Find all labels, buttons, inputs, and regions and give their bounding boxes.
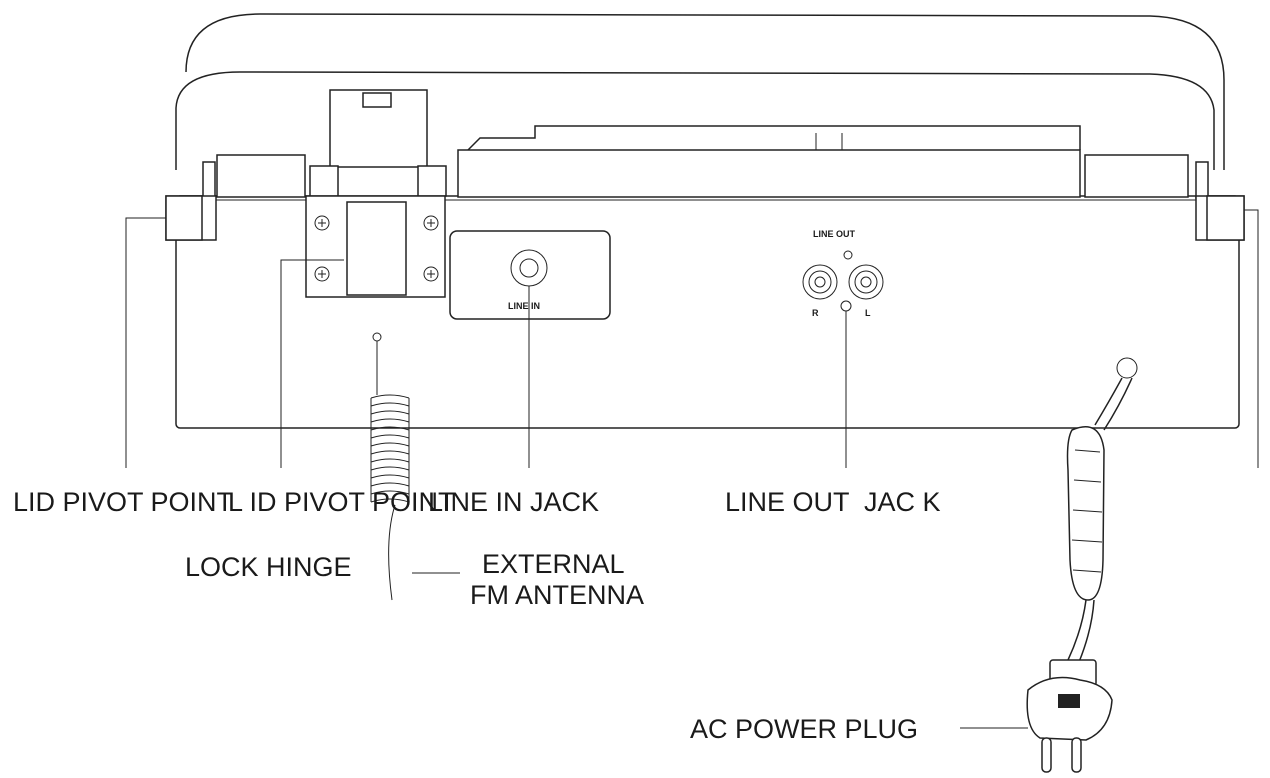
callout-labels: LID PIVOT POINT L ID PIVOT POINT LINE IN… xyxy=(13,487,941,744)
line-out-right-socket xyxy=(802,264,838,300)
line-out-jack-label: LINE OUT JAC K xyxy=(725,487,941,517)
lock-hinge-label: LOCK HINGE xyxy=(185,552,352,582)
plug-switch xyxy=(1058,694,1080,708)
lock-hinge xyxy=(305,89,447,298)
antenna-label-line2: FM ANTENNA xyxy=(470,580,644,610)
dust-lid xyxy=(175,13,1225,170)
lid-pivot-left-label: LID PIVOT POINT xyxy=(13,487,233,517)
line-in-panel: LINE IN xyxy=(449,230,611,320)
ac-power-plug-label: AC POWER PLUG xyxy=(690,714,918,744)
lid-pivot-right-label: L ID PIVOT POINT xyxy=(228,487,455,517)
line-in-panel-label: LINE IN xyxy=(508,301,540,311)
hinge-screws xyxy=(314,215,439,282)
line-out-l-label: L xyxy=(865,308,871,318)
line-out-panel: LINE OUT R L xyxy=(802,229,884,318)
leader-lines xyxy=(125,209,1259,729)
line-out-panel-label: LINE OUT xyxy=(813,229,856,239)
line-in-jack-label: LINE IN JACK xyxy=(428,487,599,517)
lid-pivot-left xyxy=(165,161,217,241)
antenna-label-line1: EXTERNAL xyxy=(482,549,625,579)
ac-power-cord xyxy=(1026,357,1138,773)
line-out-left-socket xyxy=(848,264,884,300)
lid-pivot-right xyxy=(1195,161,1245,241)
top-deck xyxy=(216,125,1189,198)
line-out-r-label: R xyxy=(812,308,819,318)
fm-antenna xyxy=(370,332,410,601)
